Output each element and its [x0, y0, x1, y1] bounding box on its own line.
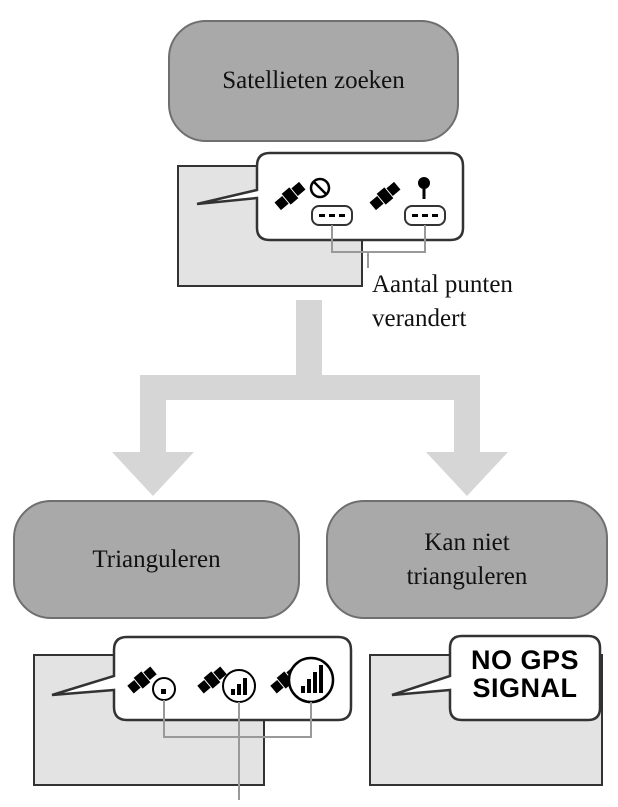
- step-triangulating-label: Trianguleren: [92, 545, 221, 573]
- arrow-left-head: [112, 452, 194, 496]
- bottom-left-callout-bubble: [51, 635, 353, 722]
- arrow-right-stem: [454, 375, 480, 453]
- position-pin-icon: [418, 177, 430, 199]
- annotation-line-1: Aantal punten: [372, 271, 513, 298]
- step-cannot-triangulate-line-2: trianguleren: [406, 562, 528, 590]
- step-triangulating-box: Trianguleren: [13, 500, 300, 619]
- step-cannot-triangulate-line-1: Kan niet: [424, 528, 510, 556]
- bottom-right-callout-bubble: [391, 634, 602, 722]
- no-gps-line-2: SIGNAL: [472, 673, 578, 704]
- arrow-crossbar: [140, 375, 480, 400]
- searching-symbol: [309, 177, 331, 199]
- step-cannot-triangulate-box: Kan niet trianguleren: [326, 500, 608, 619]
- no-gps-line-1: NO GPS: [470, 645, 580, 675]
- satellite-searching-icon: [274, 181, 306, 211]
- arrow-left-stem: [140, 375, 166, 453]
- bottom-left-screen: [33, 635, 353, 800]
- arrow-stem: [296, 300, 322, 386]
- satellite-signal-weak-icon: [127, 666, 176, 701]
- top-callout-bubble: [196, 151, 465, 242]
- bottom-right-screen: [369, 634, 603, 786]
- arrow-right-head: [426, 452, 508, 496]
- annotation-bracket-bottom: [163, 700, 312, 800]
- annotation-points-change: Aantal punten verandert: [372, 268, 513, 336]
- no-gps-signal-message: NO GPS SIGNAL: [452, 646, 598, 703]
- satellite-positioning-icon: [369, 181, 401, 211]
- top-screen: [177, 151, 465, 287]
- flow-arrows: [112, 300, 508, 496]
- annotation-line-2: verandert: [372, 304, 467, 332]
- satellite-signal-medium-icon: [197, 666, 256, 703]
- annotation-bracket-top: [331, 225, 426, 268]
- step-searching-box: Satellieten zoeken: [168, 20, 459, 142]
- step-searching-label: Satellieten zoeken: [222, 67, 405, 95]
